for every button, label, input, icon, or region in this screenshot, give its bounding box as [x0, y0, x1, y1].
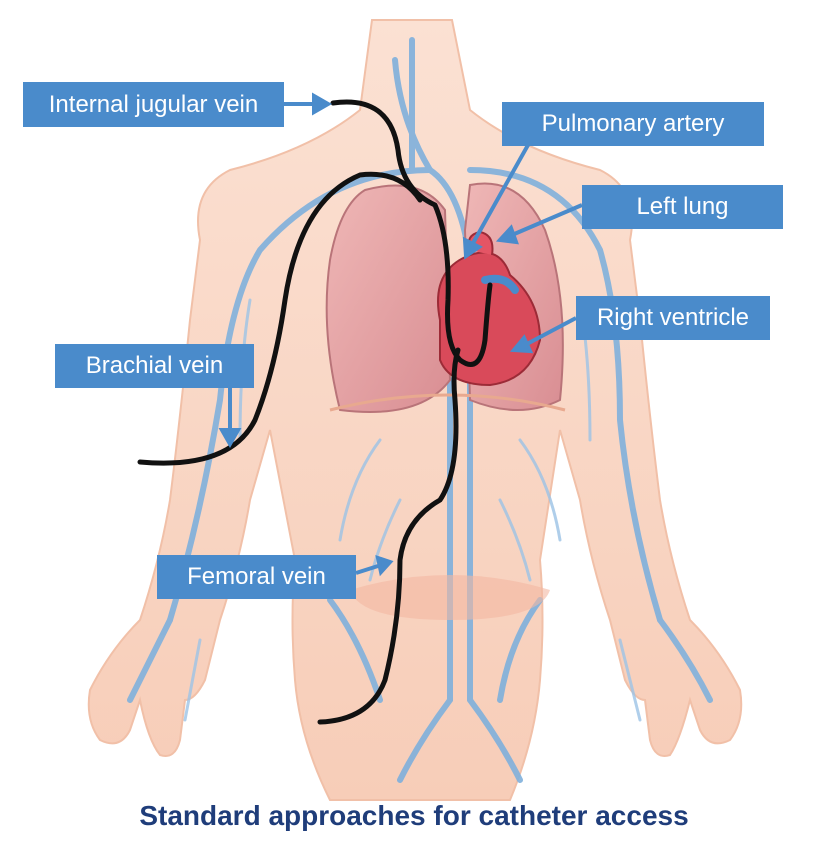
label-internal-jugular-vein: Internal jugular vein	[23, 82, 284, 127]
diaphragm	[329, 393, 566, 412]
label-brachial-vein: Brachial vein	[55, 344, 254, 388]
figure-caption: Standard approaches for catheter access	[139, 800, 689, 831]
label-left-lung: Left lung	[582, 185, 783, 229]
label-pulmonary-artery: Pulmonary artery	[502, 102, 764, 146]
catheter-brachial	[137, 171, 423, 466]
catheter-femoral	[317, 347, 461, 725]
catheter-lines	[137, 99, 493, 725]
label-right-ventricle: Right ventricle	[576, 296, 770, 340]
pointer-arrows	[218, 92, 583, 577]
catheter-jugular	[330, 99, 493, 367]
label-femoral-vein: Femoral vein	[157, 555, 356, 599]
right-lung-shape	[325, 184, 452, 413]
